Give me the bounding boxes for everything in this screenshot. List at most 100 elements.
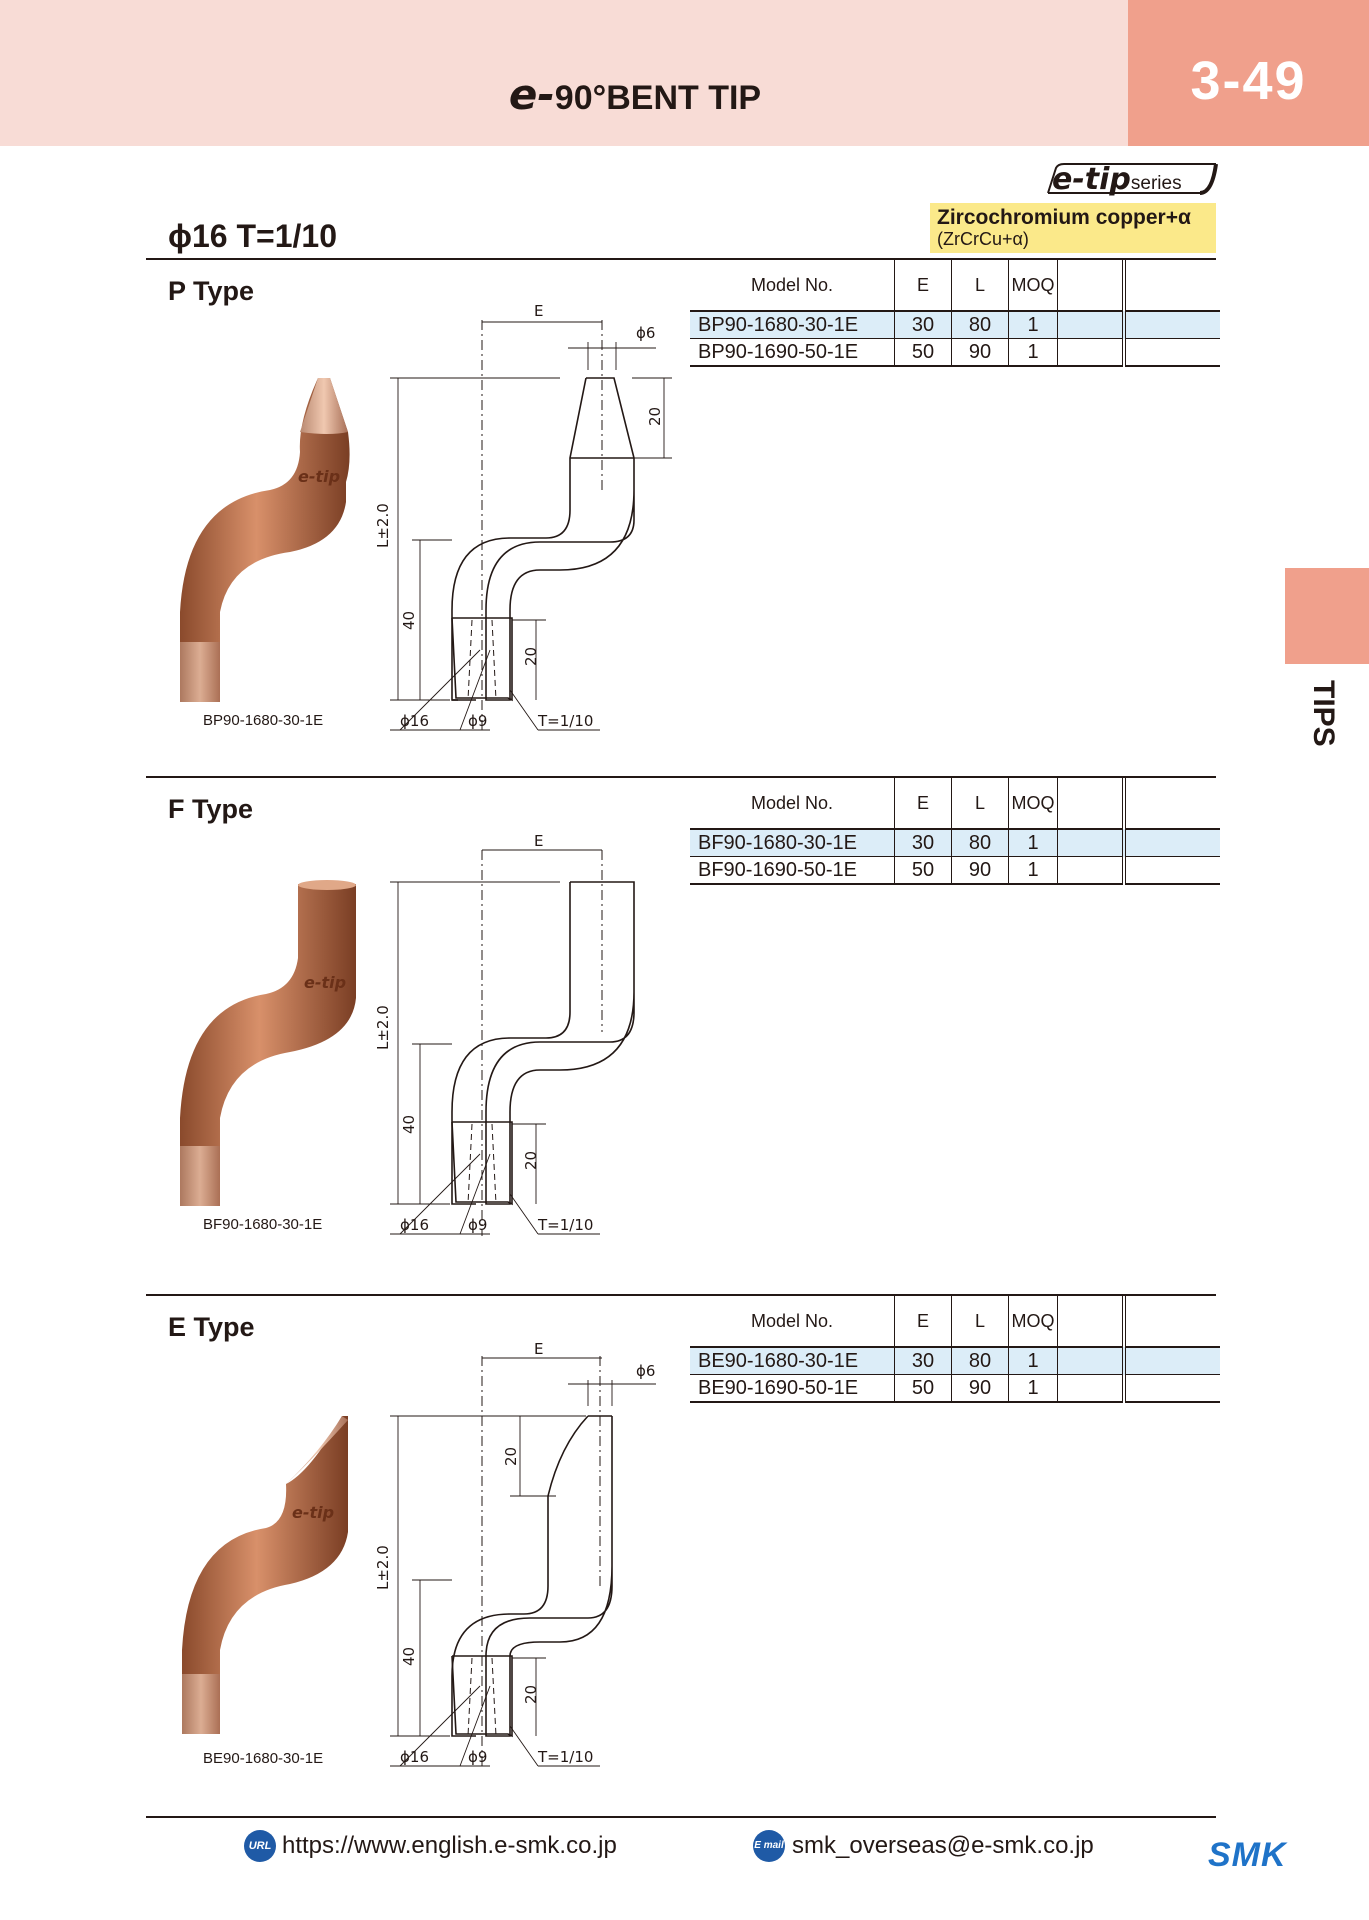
drawing-f: E L±2.0 40 20 ϕ16 ϕ9 T=1/10 (374, 832, 635, 1236)
table-row[interactable]: BE90-1680-30-1E 30 80 1 (690, 1347, 1220, 1375)
dim-inner-dia: ϕ9 (468, 1216, 487, 1234)
photo-caption-p: BP90-1680-30-1E (203, 712, 324, 729)
material-formula: (ZrCrCu+α) (937, 229, 1029, 249)
cell-moq: 1 (1008, 311, 1058, 339)
footer-rule (146, 1816, 1216, 1818)
email-icon: E mail (753, 1830, 785, 1862)
dim-taper: 20 (522, 647, 540, 666)
title-logo: e- (508, 70, 555, 119)
type-title-p: P Type (168, 276, 255, 306)
table-row[interactable]: BF90-1690-50-1E 50 90 1 (690, 856, 1220, 885)
series-logo-suffix: series (1130, 173, 1182, 194)
tip-photo-f: e-tip (180, 880, 356, 1206)
material-name: Zircochromium copper+α (937, 206, 1191, 229)
table-header-row: Model No. E L MOQ (690, 1296, 1220, 1348)
dim-outer-dia: ϕ16 (400, 1216, 429, 1234)
cell-l: 80 (951, 829, 1009, 857)
dim-outer-dia: ϕ16 (400, 712, 429, 730)
cell-e: 50 (894, 338, 952, 367)
table-row[interactable]: BP90-1680-30-1E 30 80 1 (690, 311, 1220, 339)
photo-caption-f: BF90-1680-30-1E (203, 1216, 323, 1233)
dim-bend: 40 (400, 1647, 418, 1666)
dim-length: L±2.0 (374, 503, 392, 548)
spec-table-p: Model No. E L MOQ BP90-1680-30-1E 30 80 … (690, 260, 1220, 367)
table-header-row: Model No. E L MOQ (690, 778, 1220, 830)
brand-logo: SMK (1208, 1836, 1287, 1874)
col-l: L (951, 1296, 1009, 1348)
series-logo-text: e-tip (1052, 162, 1131, 197)
page-title: e-90°BENT TIP (0, 70, 1270, 119)
footer-url-link[interactable]: https://www.english.e-smk.co.jp (282, 1832, 617, 1859)
dim-length: L±2.0 (374, 1545, 392, 1590)
cell-model: BE90-1680-30-1E (690, 1347, 895, 1375)
table-header-row: Model No. E L MOQ (690, 260, 1220, 312)
dim-inner-dia: ϕ9 (468, 1748, 487, 1766)
dim-tip-len: 20 (646, 407, 664, 426)
cell-model: BF90-1690-50-1E (690, 856, 895, 885)
cell-moq: 1 (1008, 829, 1058, 857)
table-row[interactable]: BF90-1680-30-1E 30 80 1 (690, 829, 1220, 857)
drawing-e: E ϕ6 20 L±2.0 40 20 ϕ16 ϕ9 T=1/10 (374, 1340, 656, 1768)
cell-e: 30 (894, 829, 952, 857)
cell-model: BP90-1680-30-1E (690, 311, 895, 339)
dim-length: L±2.0 (374, 1005, 392, 1050)
photo-caption-e: BE90-1680-30-1E (203, 1750, 324, 1767)
col-e: E (894, 778, 952, 830)
page-number-tab (1128, 0, 1369, 146)
col-l: L (951, 778, 1009, 830)
cell-model: BE90-1690-50-1E (690, 1374, 895, 1403)
section-rule (146, 776, 1216, 778)
cell-e: 50 (894, 856, 952, 885)
cell-model: BP90-1690-50-1E (690, 338, 895, 367)
cell-moq: 1 (1008, 1374, 1058, 1403)
dim-bend: 40 (400, 1115, 418, 1134)
section-rule (146, 258, 1216, 260)
dim-e: E (534, 302, 543, 320)
cell-e: 30 (894, 311, 952, 339)
cell-e: 30 (894, 1347, 952, 1375)
dim-taper: 20 (522, 1151, 540, 1170)
spec-heading: ϕ16 T=1/10 (168, 218, 337, 254)
cell-model: BF90-1680-30-1E (690, 829, 895, 857)
spec-table-e: Model No. E L MOQ BE90-1680-30-1E 30 80 … (690, 1296, 1220, 1403)
cell-l: 80 (951, 1347, 1009, 1375)
cell-moq: 1 (1008, 1347, 1058, 1375)
cell-l: 90 (951, 338, 1009, 367)
dim-inner-dia: ϕ9 (468, 712, 487, 730)
footer-email-link[interactable]: smk_overseas@e-smk.co.jp (792, 1832, 1094, 1859)
etip-engraving: e-tip (292, 1503, 334, 1522)
col-l: L (951, 260, 1009, 312)
dim-taper-ratio: T=1/10 (537, 712, 593, 730)
page-number: 3-49 (1190, 51, 1307, 111)
title-text: 90°BENT TIP (554, 79, 762, 117)
col-e: E (894, 1296, 952, 1348)
cell-moq: 1 (1008, 338, 1058, 367)
type-title-e: E Type (168, 1312, 255, 1342)
etip-engraving: e-tip (304, 973, 346, 992)
col-e: E (894, 260, 952, 312)
cell-moq: 1 (1008, 856, 1058, 885)
dim-tip-dia: ϕ6 (636, 324, 655, 342)
cell-l: 90 (951, 1374, 1009, 1403)
url-icon: URL (244, 1830, 276, 1862)
cell-e: 50 (894, 1374, 952, 1403)
dim-taper-ratio: T=1/10 (537, 1748, 593, 1766)
side-tab[interactable] (1285, 568, 1369, 664)
col-moq: MOQ (1008, 1296, 1058, 1348)
dim-e: E (534, 1340, 543, 1358)
table-row[interactable]: BP90-1690-50-1E 50 90 1 (690, 338, 1220, 367)
cell-l: 90 (951, 856, 1009, 885)
col-moq: MOQ (1008, 260, 1058, 312)
dim-bend: 40 (400, 611, 418, 630)
col-model: Model No. (690, 778, 895, 830)
series-logo-frame (1047, 163, 1218, 195)
side-tab-label: TIPS (1307, 680, 1340, 747)
table-row[interactable]: BE90-1690-50-1E 50 90 1 (690, 1374, 1220, 1403)
col-moq: MOQ (1008, 778, 1058, 830)
type-title-f: F Type (168, 794, 254, 824)
cell-l: 80 (951, 311, 1009, 339)
tip-photo-e: e-tip (182, 1416, 348, 1734)
section-rule (146, 1294, 1216, 1296)
spec-table-f: Model No. E L MOQ BF90-1680-30-1E 30 80 … (690, 778, 1220, 885)
dim-taper-ratio: T=1/10 (537, 1216, 593, 1234)
